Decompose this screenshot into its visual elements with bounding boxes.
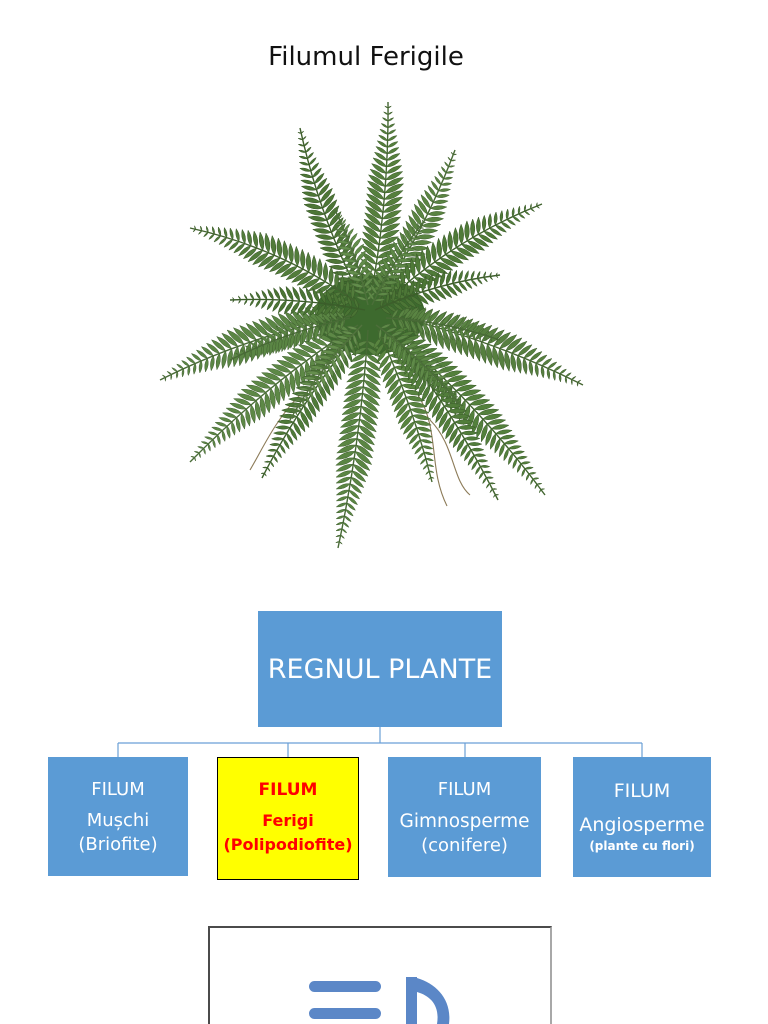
fern-illustration (159, 101, 584, 549)
phylum-label: FILUM (437, 779, 492, 800)
fern-frond (288, 324, 363, 421)
phylum-box-mosses: FILUM Mușchi (Briofite) (48, 757, 188, 876)
page-title: Filumul Ferigile (268, 42, 464, 72)
connector-lines (117, 727, 643, 757)
fern-frond (229, 285, 366, 319)
fern-frond (229, 310, 351, 362)
fern-frond (374, 269, 501, 315)
phylum-name: Ferigi (262, 811, 314, 830)
media-placeholder-icon (309, 977, 450, 1024)
phylum-label: FILUM (91, 779, 145, 800)
kingdom-box: REGNUL PLANTE (258, 611, 502, 727)
kingdom-label: REGNUL PLANTE (267, 653, 493, 685)
fern-runner (429, 419, 471, 496)
phylum-detail: (plante cu flori) (589, 839, 695, 853)
phylum-label: FILUM (258, 780, 318, 800)
fern-frond (385, 308, 501, 343)
phylum-detail: (conifere) (421, 835, 508, 856)
fern-frond (367, 219, 427, 306)
fern-frond (372, 329, 435, 483)
phylum-box-gymnosperms: FILUM Gimnosperme (conifere) (388, 757, 541, 877)
phylum-box-ferns: FILUM Ferigi (Polipodiofite) (217, 757, 359, 880)
phylum-label: FILUM (613, 780, 671, 802)
embedded-media-frame (208, 926, 552, 1024)
phylum-box-angiosperms: FILUM Angiosperme (plante cu flori) (573, 757, 711, 877)
phylum-detail: (Polipodiofite) (223, 835, 353, 854)
phylum-name: Gimnosperme (399, 811, 530, 832)
phylum-name: Mușchi (86, 810, 150, 831)
phylum-name: Angiosperme (579, 814, 705, 836)
phylum-detail: (Briofite) (78, 834, 158, 855)
fern-frond (375, 323, 462, 406)
